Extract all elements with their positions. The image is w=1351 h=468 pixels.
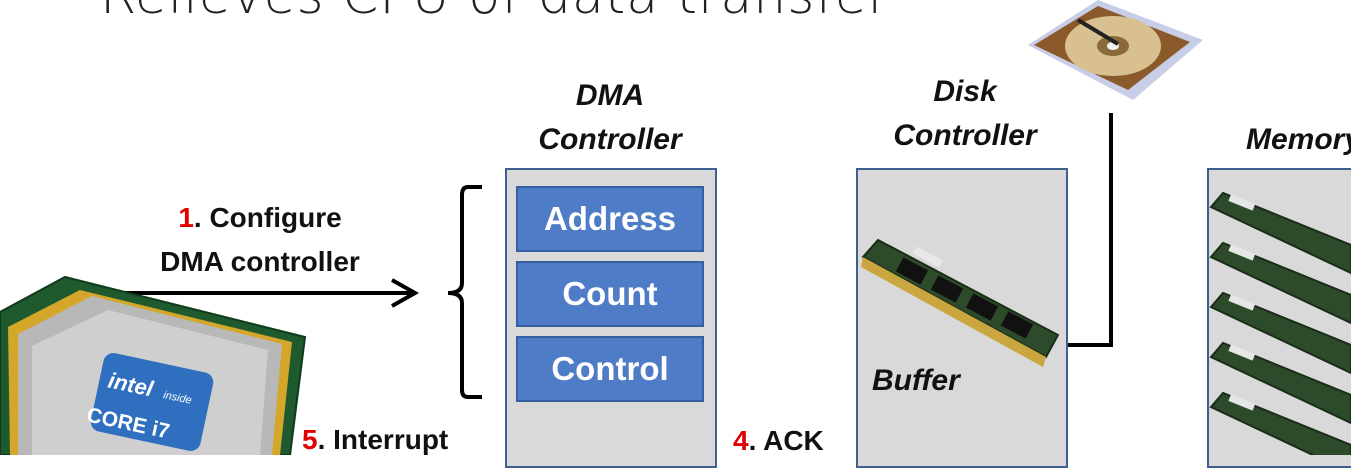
step5-text: . Interrupt [317,424,449,455]
memory-title: Memory [1246,123,1351,156]
step4-number: 4 [733,425,749,456]
hard-disk-image [1018,0,1203,105]
disk-title-line2: Controller [893,119,1037,152]
cpu-chip-image: intel inside CORE i7 [0,272,310,456]
step1-text-line2: DMA controller [160,246,360,277]
disk-cable-line [1066,113,1113,347]
diagram-connectors [112,113,1113,455]
dma-title-line2: Controller [538,123,682,156]
buffer-ram-image [858,235,1064,385]
step1-number: 1 [178,202,194,233]
address-register: Address [516,186,704,252]
configure-arrow-head [391,278,420,308]
count-register: Count [516,261,704,327]
dma-controller-title: DMA Controller [510,74,710,162]
disk-controller-title: Disk Controller [860,70,1070,158]
step1-text: . Configure [193,202,342,233]
disk-title-line1: Disk [933,75,997,108]
register-brace [447,185,482,399]
buffer-label: Buffer [872,364,960,397]
step5-label: 5. Interrupt [302,418,448,462]
step4-label: 4. ACK [733,419,824,463]
slide-title: Relieves CPU of data transfer [100,0,890,26]
control-register: Control [516,336,704,402]
step1-label: 1. Configure DMA controller [140,196,380,284]
step5-number: 5 [302,424,318,455]
memory-modules-image [1209,185,1351,455]
dma-title-line1: DMA [575,79,645,112]
step4-text: . ACK [748,425,824,456]
